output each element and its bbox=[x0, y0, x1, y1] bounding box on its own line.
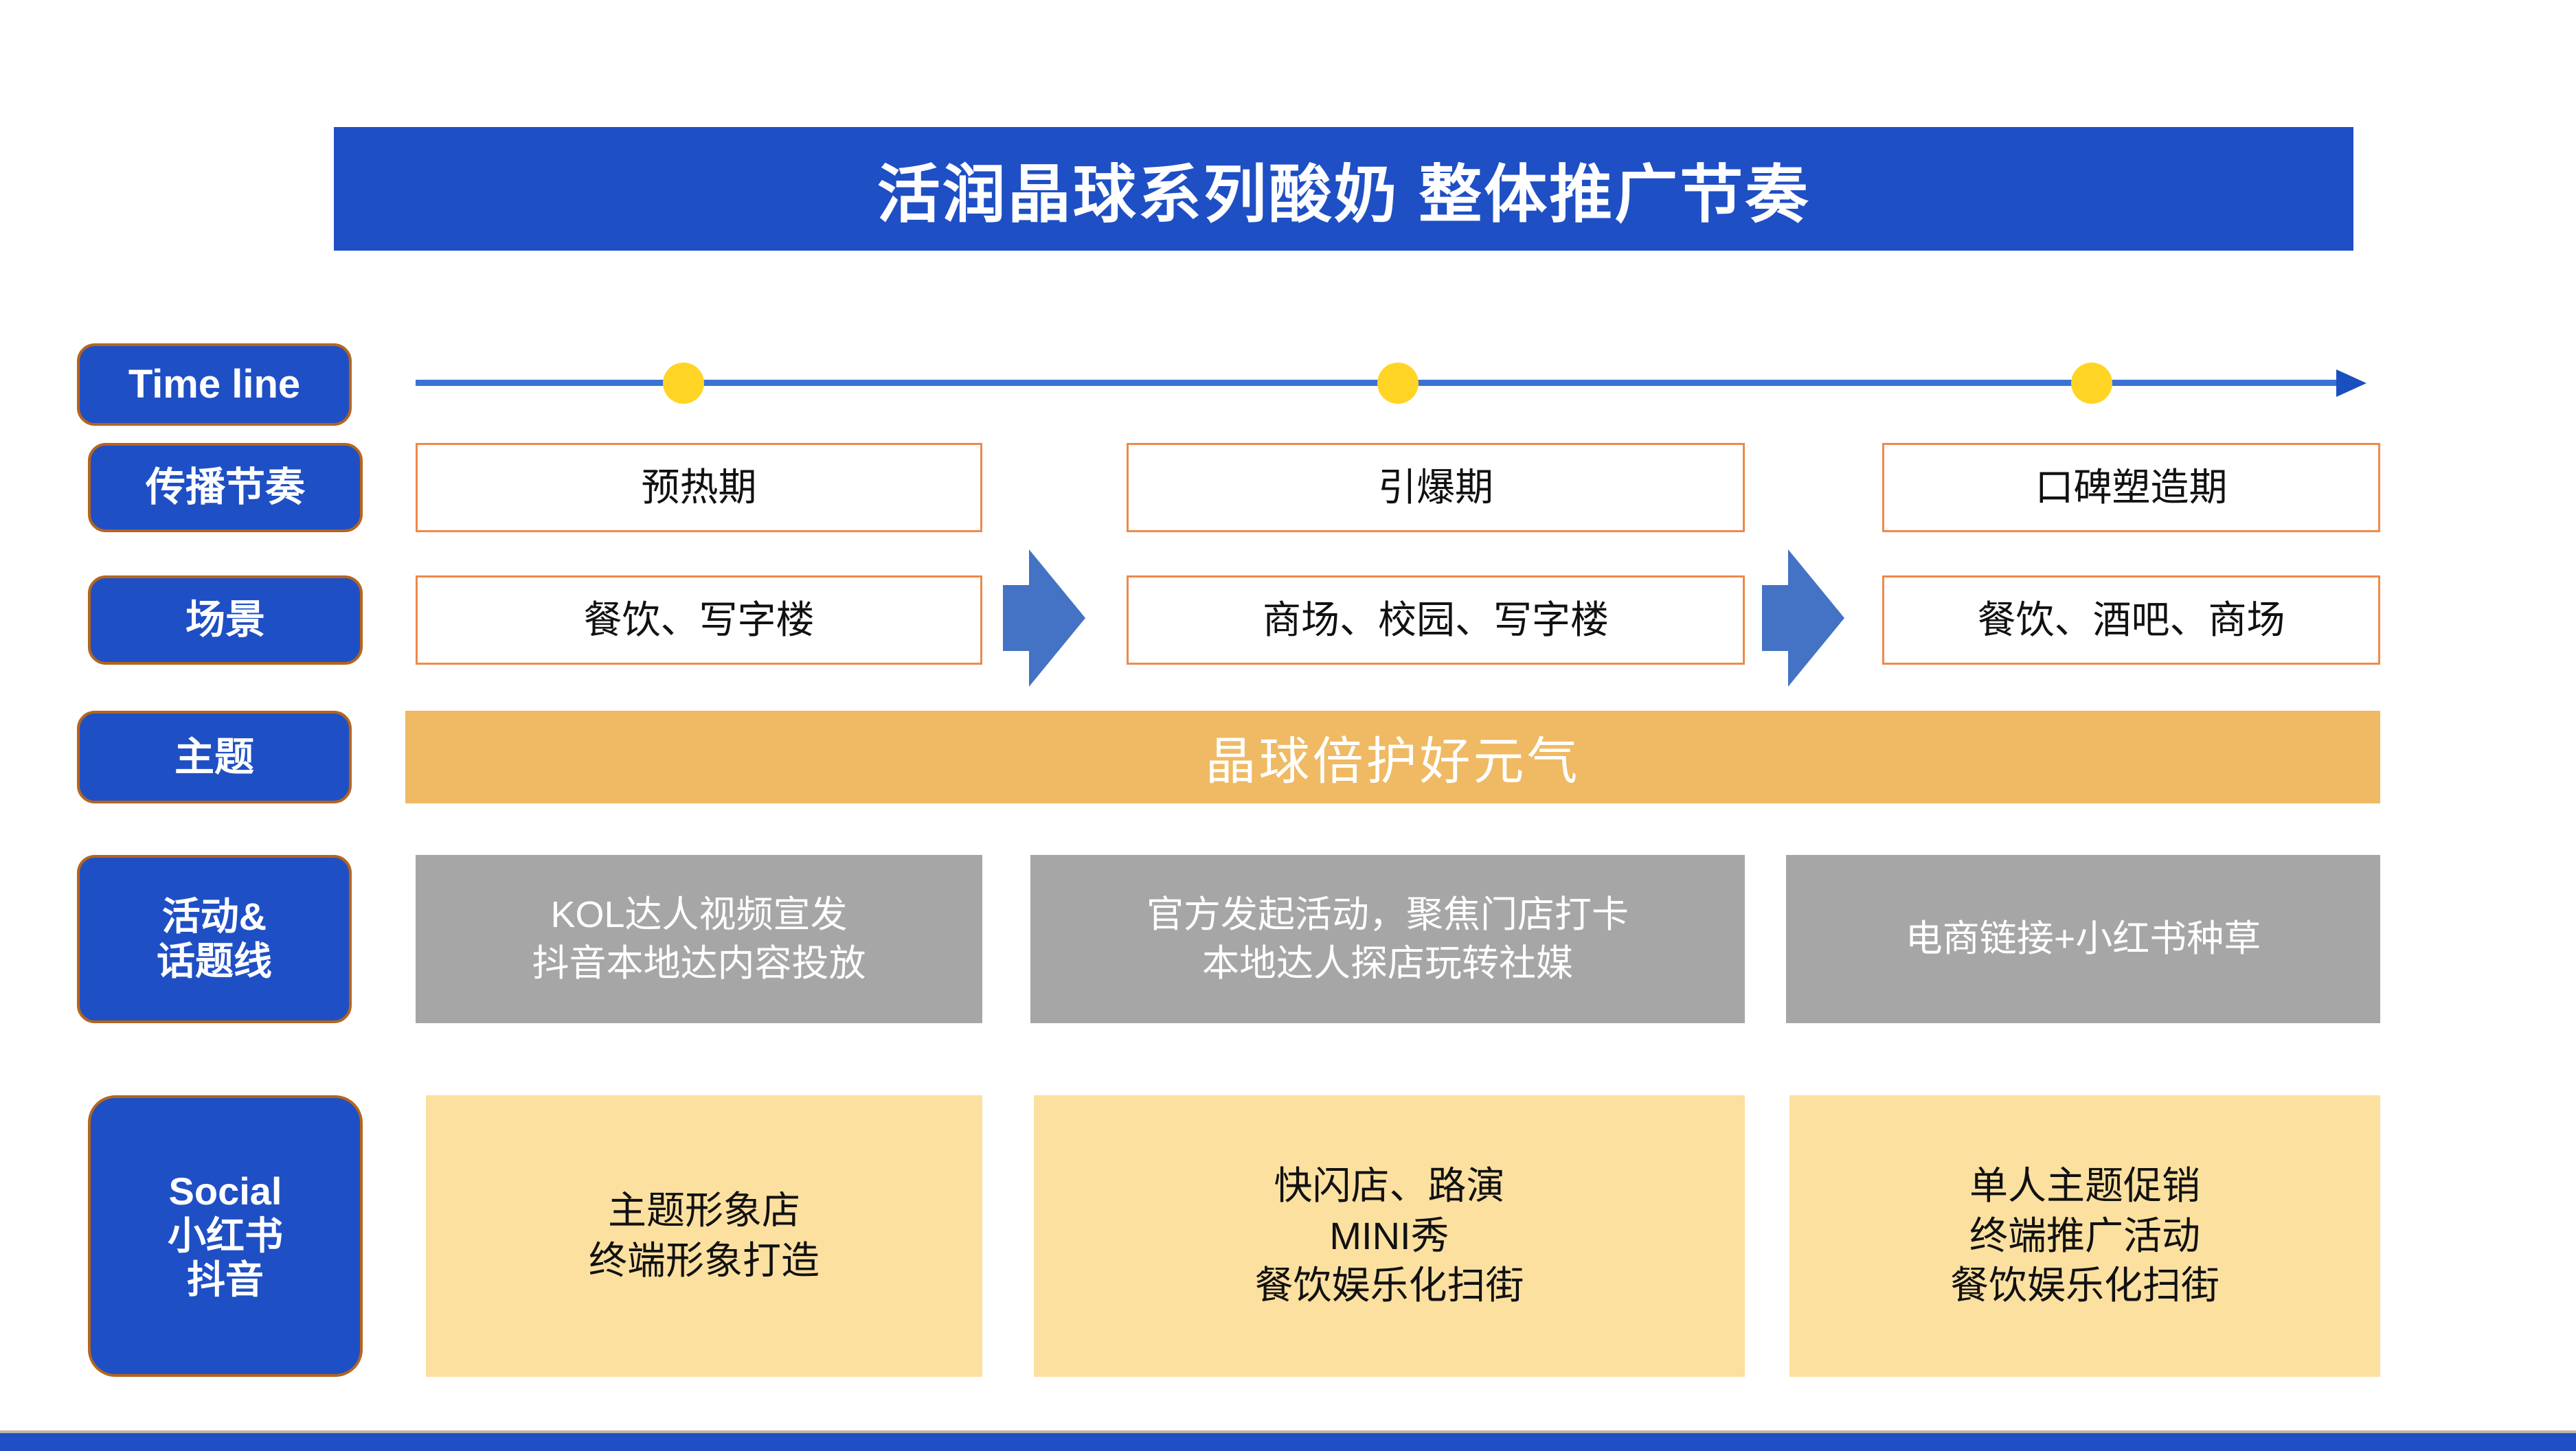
theme-band: 晶球倍护好元气 bbox=[405, 711, 2380, 803]
row-label-timeline: Time line bbox=[77, 343, 352, 426]
social-cell-phase-3-line1: 单人主题促销 bbox=[1969, 1163, 2200, 1207]
arrow-right-block-icon-1 bbox=[1003, 549, 1085, 687]
arrow-right-block-icon-2 bbox=[1762, 549, 1844, 687]
social-cell-phase-1-line2: 终端形象打造 bbox=[589, 1239, 820, 1282]
rhythm-cell-phase-1-text: 预热期 bbox=[641, 465, 757, 509]
social-cell-phase-1: 主题形象店 终端形象打造 bbox=[426, 1095, 982, 1377]
row-label-rhythm-text: 传播节奏 bbox=[145, 465, 305, 510]
theme-band-text: 晶球倍护好元气 bbox=[1205, 733, 1581, 790]
row-label-activity-line2: 话题线 bbox=[157, 939, 272, 983]
timeline-track bbox=[416, 343, 2387, 426]
row-label-rhythm: 传播节奏 bbox=[88, 443, 363, 532]
row-label-social: Social 小红书 抖音 bbox=[88, 1095, 363, 1377]
rhythm-cell-phase-2-text: 引爆期 bbox=[1378, 465, 1493, 509]
row-label-social-line3: 抖音 bbox=[187, 1258, 264, 1302]
scene-cell-phase-2: 商场、校园、写字楼 bbox=[1127, 575, 1745, 665]
scene-cell-phase-3: 餐饮、酒吧、商场 bbox=[1882, 575, 2380, 665]
rhythm-cell-phase-3: 口碑塑造期 bbox=[1882, 443, 2380, 532]
timeline-milestone-dot-2 bbox=[1377, 363, 1419, 404]
page-title: 活润晶球系列酸奶 整体推广节奏 bbox=[877, 159, 1811, 230]
social-cell-phase-2-line3: 餐饮娱乐化扫街 bbox=[1254, 1264, 1524, 1307]
row-label-scene: 场景 bbox=[88, 575, 363, 665]
activity-cell-phase-3: 电商链接+小红书种草 bbox=[1786, 855, 2380, 1023]
activity-cell-phase-2: 官方发起活动，聚焦门店打卡 本地达人探店玩转社媒 bbox=[1030, 855, 1745, 1023]
scene-cell-phase-1-text: 餐饮、写字楼 bbox=[583, 597, 815, 641]
scene-cell-phase-2-text: 商场、校园、写字楼 bbox=[1263, 597, 1609, 641]
slide-title-banner: 活润晶球系列酸奶 整体推广节奏 bbox=[334, 127, 2353, 251]
arrow-right-icon bbox=[2336, 369, 2366, 397]
activity-cell-phase-1-line1: KOL达人视频宣发 bbox=[550, 894, 848, 936]
social-cell-phase-2-line1: 快闪店、路演 bbox=[1274, 1163, 1505, 1207]
row-label-activity-line1: 活动& bbox=[161, 894, 267, 938]
row-label-scene-text: 场景 bbox=[185, 597, 265, 643]
scene-cell-phase-1: 餐饮、写字楼 bbox=[416, 575, 982, 665]
activity-cell-phase-1: KOL达人视频宣发 抖音本地达内容投放 bbox=[416, 855, 982, 1023]
row-label-theme-text: 主题 bbox=[174, 734, 254, 779]
social-cell-phase-3-line3: 餐饮娱乐化扫街 bbox=[1950, 1264, 2219, 1307]
social-cell-phase-2: 快闪店、路演 MINI秀 餐饮娱乐化扫街 bbox=[1034, 1095, 1745, 1377]
row-label-social-line2: 小红书 bbox=[168, 1213, 283, 1257]
activity-cell-phase-2-line1: 官方发起活动，聚焦门店打卡 bbox=[1146, 894, 1629, 936]
social-cell-phase-2-line2: MINI秀 bbox=[1329, 1213, 1449, 1257]
timeline-milestone-dot-3 bbox=[2071, 363, 2112, 404]
row-label-theme: 主题 bbox=[77, 711, 352, 803]
social-cell-phase-3-line2: 终端推广活动 bbox=[1969, 1213, 2200, 1257]
activity-cell-phase-3-line1: 电商链接+小红书种草 bbox=[1905, 918, 2261, 960]
activity-cell-phase-1-line2: 抖音本地达内容投放 bbox=[532, 942, 866, 984]
scene-cell-phase-3-text: 餐饮、酒吧、商场 bbox=[1977, 597, 2285, 641]
row-label-social-line1: Social bbox=[168, 1169, 282, 1213]
row-label-timeline-text: Time line bbox=[128, 362, 301, 407]
rhythm-cell-phase-2: 引爆期 bbox=[1127, 443, 1745, 532]
activity-cell-phase-2-line2: 本地达人探店玩转社媒 bbox=[1202, 942, 1573, 984]
row-label-activity: 活动& 话题线 bbox=[77, 855, 352, 1023]
rhythm-cell-phase-3-text: 口碑塑造期 bbox=[2035, 465, 2228, 509]
rhythm-cell-phase-1: 预热期 bbox=[416, 443, 982, 532]
social-cell-phase-1-line1: 主题形象店 bbox=[608, 1189, 800, 1233]
social-cell-phase-3: 单人主题促销 终端推广活动 餐饮娱乐化扫街 bbox=[1789, 1095, 2380, 1377]
timeline-milestone-dot-1 bbox=[663, 363, 704, 404]
footer-bar bbox=[0, 1430, 2576, 1451]
